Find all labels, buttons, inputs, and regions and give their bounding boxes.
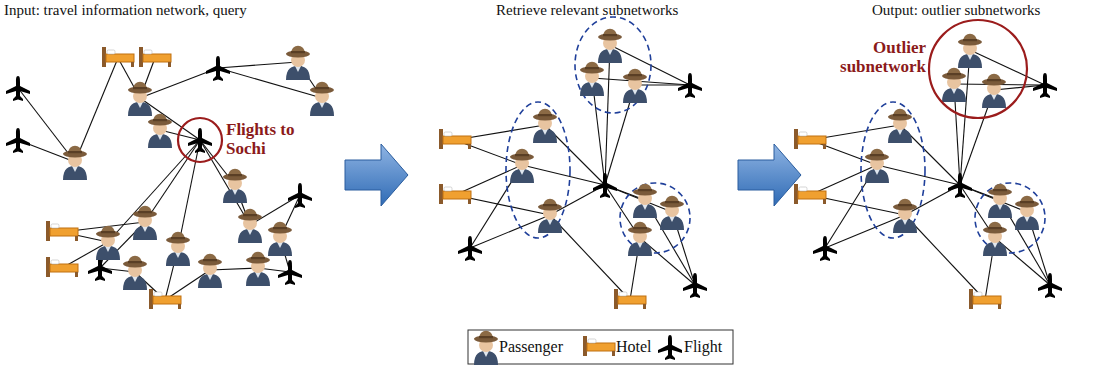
passenger-icon xyxy=(148,114,172,148)
passenger-icon xyxy=(623,69,647,103)
panel-title: Retrieve relevant subnetworks xyxy=(496,1,678,19)
highlight-label: Outlier subnetwork xyxy=(828,38,926,76)
legend-text: Hotel xyxy=(616,338,652,356)
panel-title: Output: outlier subnetworks xyxy=(872,1,1040,19)
network-link xyxy=(905,215,985,300)
passenger-icon xyxy=(533,109,557,143)
network-link xyxy=(635,84,690,85)
cluster-outline xyxy=(861,102,925,238)
network-link xyxy=(550,215,630,300)
passenger-icon xyxy=(865,149,889,183)
network-link xyxy=(178,140,200,248)
passenger-icon xyxy=(96,226,120,260)
network-link xyxy=(75,58,118,162)
network-link xyxy=(825,215,905,248)
flight-icon xyxy=(188,128,212,153)
flight-icon xyxy=(1033,73,1057,98)
network-link xyxy=(218,62,298,68)
hotel-icon xyxy=(794,129,826,149)
flight-icon xyxy=(206,56,230,81)
hotel-icon xyxy=(969,289,1001,309)
passenger-icon xyxy=(942,68,966,102)
passenger-icon xyxy=(628,222,652,256)
hotel-icon xyxy=(102,47,134,67)
process-arrow xyxy=(345,144,408,206)
passenger-icon xyxy=(958,34,982,68)
highlight-label: Flights to Sochi xyxy=(226,120,318,158)
network-link xyxy=(470,215,550,248)
flight-icon xyxy=(288,183,312,208)
passenger-icon xyxy=(538,199,562,233)
network-link xyxy=(877,165,960,185)
flight-icon xyxy=(1038,273,1062,298)
passenger-icon xyxy=(268,222,292,256)
passenger-icon xyxy=(166,232,190,266)
flight-icon xyxy=(948,173,972,198)
passenger-icon xyxy=(238,209,262,243)
panel-title: Input: travel information network, query xyxy=(4,1,247,19)
highlight-circle-outline xyxy=(929,20,1027,118)
flight-icon xyxy=(593,173,617,198)
hotel-icon xyxy=(439,184,471,204)
passenger-icon xyxy=(286,46,310,80)
passenger-icon xyxy=(983,222,1007,256)
network-link xyxy=(18,88,75,162)
flight-icon xyxy=(6,76,30,101)
flight-icon xyxy=(678,73,702,98)
query-highlight: Flights to Sochi xyxy=(178,118,318,164)
passenger-icon xyxy=(246,252,270,286)
legend-passenger-icon xyxy=(474,331,498,365)
hotel-icon xyxy=(794,184,826,204)
passenger-icon xyxy=(128,82,152,116)
cluster-outline xyxy=(620,183,690,253)
passenger-icon xyxy=(510,149,534,183)
network-link xyxy=(522,165,605,185)
flight-icon xyxy=(6,128,30,153)
passenger-icon xyxy=(598,29,622,63)
outlier-highlight: Outlier subnetwork xyxy=(828,20,1029,120)
passenger-icon xyxy=(63,146,87,180)
passenger-icon xyxy=(660,196,684,230)
legend-hotel-icon xyxy=(583,336,615,356)
passenger-icon xyxy=(580,62,604,96)
hotel-icon xyxy=(149,289,181,309)
passenger-icon xyxy=(123,256,147,290)
hotel-icon xyxy=(614,289,646,309)
cluster-outline xyxy=(575,17,651,113)
passenger-icon xyxy=(223,169,247,203)
network-link xyxy=(605,45,610,185)
flight-icon xyxy=(813,236,837,261)
process-arrow xyxy=(738,144,801,206)
passenger-icon xyxy=(893,199,917,233)
cluster-outline xyxy=(506,102,570,238)
legend-box xyxy=(468,330,733,364)
passenger-icon xyxy=(310,82,334,116)
passenger-icon xyxy=(888,109,912,143)
flight-icon xyxy=(683,273,707,298)
passenger-icon xyxy=(633,184,657,218)
hotel-icon xyxy=(46,221,78,241)
hotel-icon xyxy=(439,129,471,149)
network-link xyxy=(108,140,200,242)
flight-icon xyxy=(458,236,482,261)
passenger-icon xyxy=(198,254,222,288)
legend-text: Flight xyxy=(684,338,722,356)
flight-icon xyxy=(278,260,302,285)
hotel-icon xyxy=(46,257,78,277)
highlight-circle-outline xyxy=(178,118,222,162)
passenger-icon xyxy=(133,206,157,240)
passenger-icon xyxy=(1015,196,1039,230)
cluster-outline xyxy=(975,183,1045,253)
legend-flight-icon xyxy=(658,335,682,360)
passenger-icon xyxy=(982,74,1006,108)
network-link xyxy=(210,268,258,270)
legend-text: Passenger xyxy=(499,338,563,356)
passenger-icon xyxy=(988,184,1012,218)
hotel-icon xyxy=(139,47,171,67)
